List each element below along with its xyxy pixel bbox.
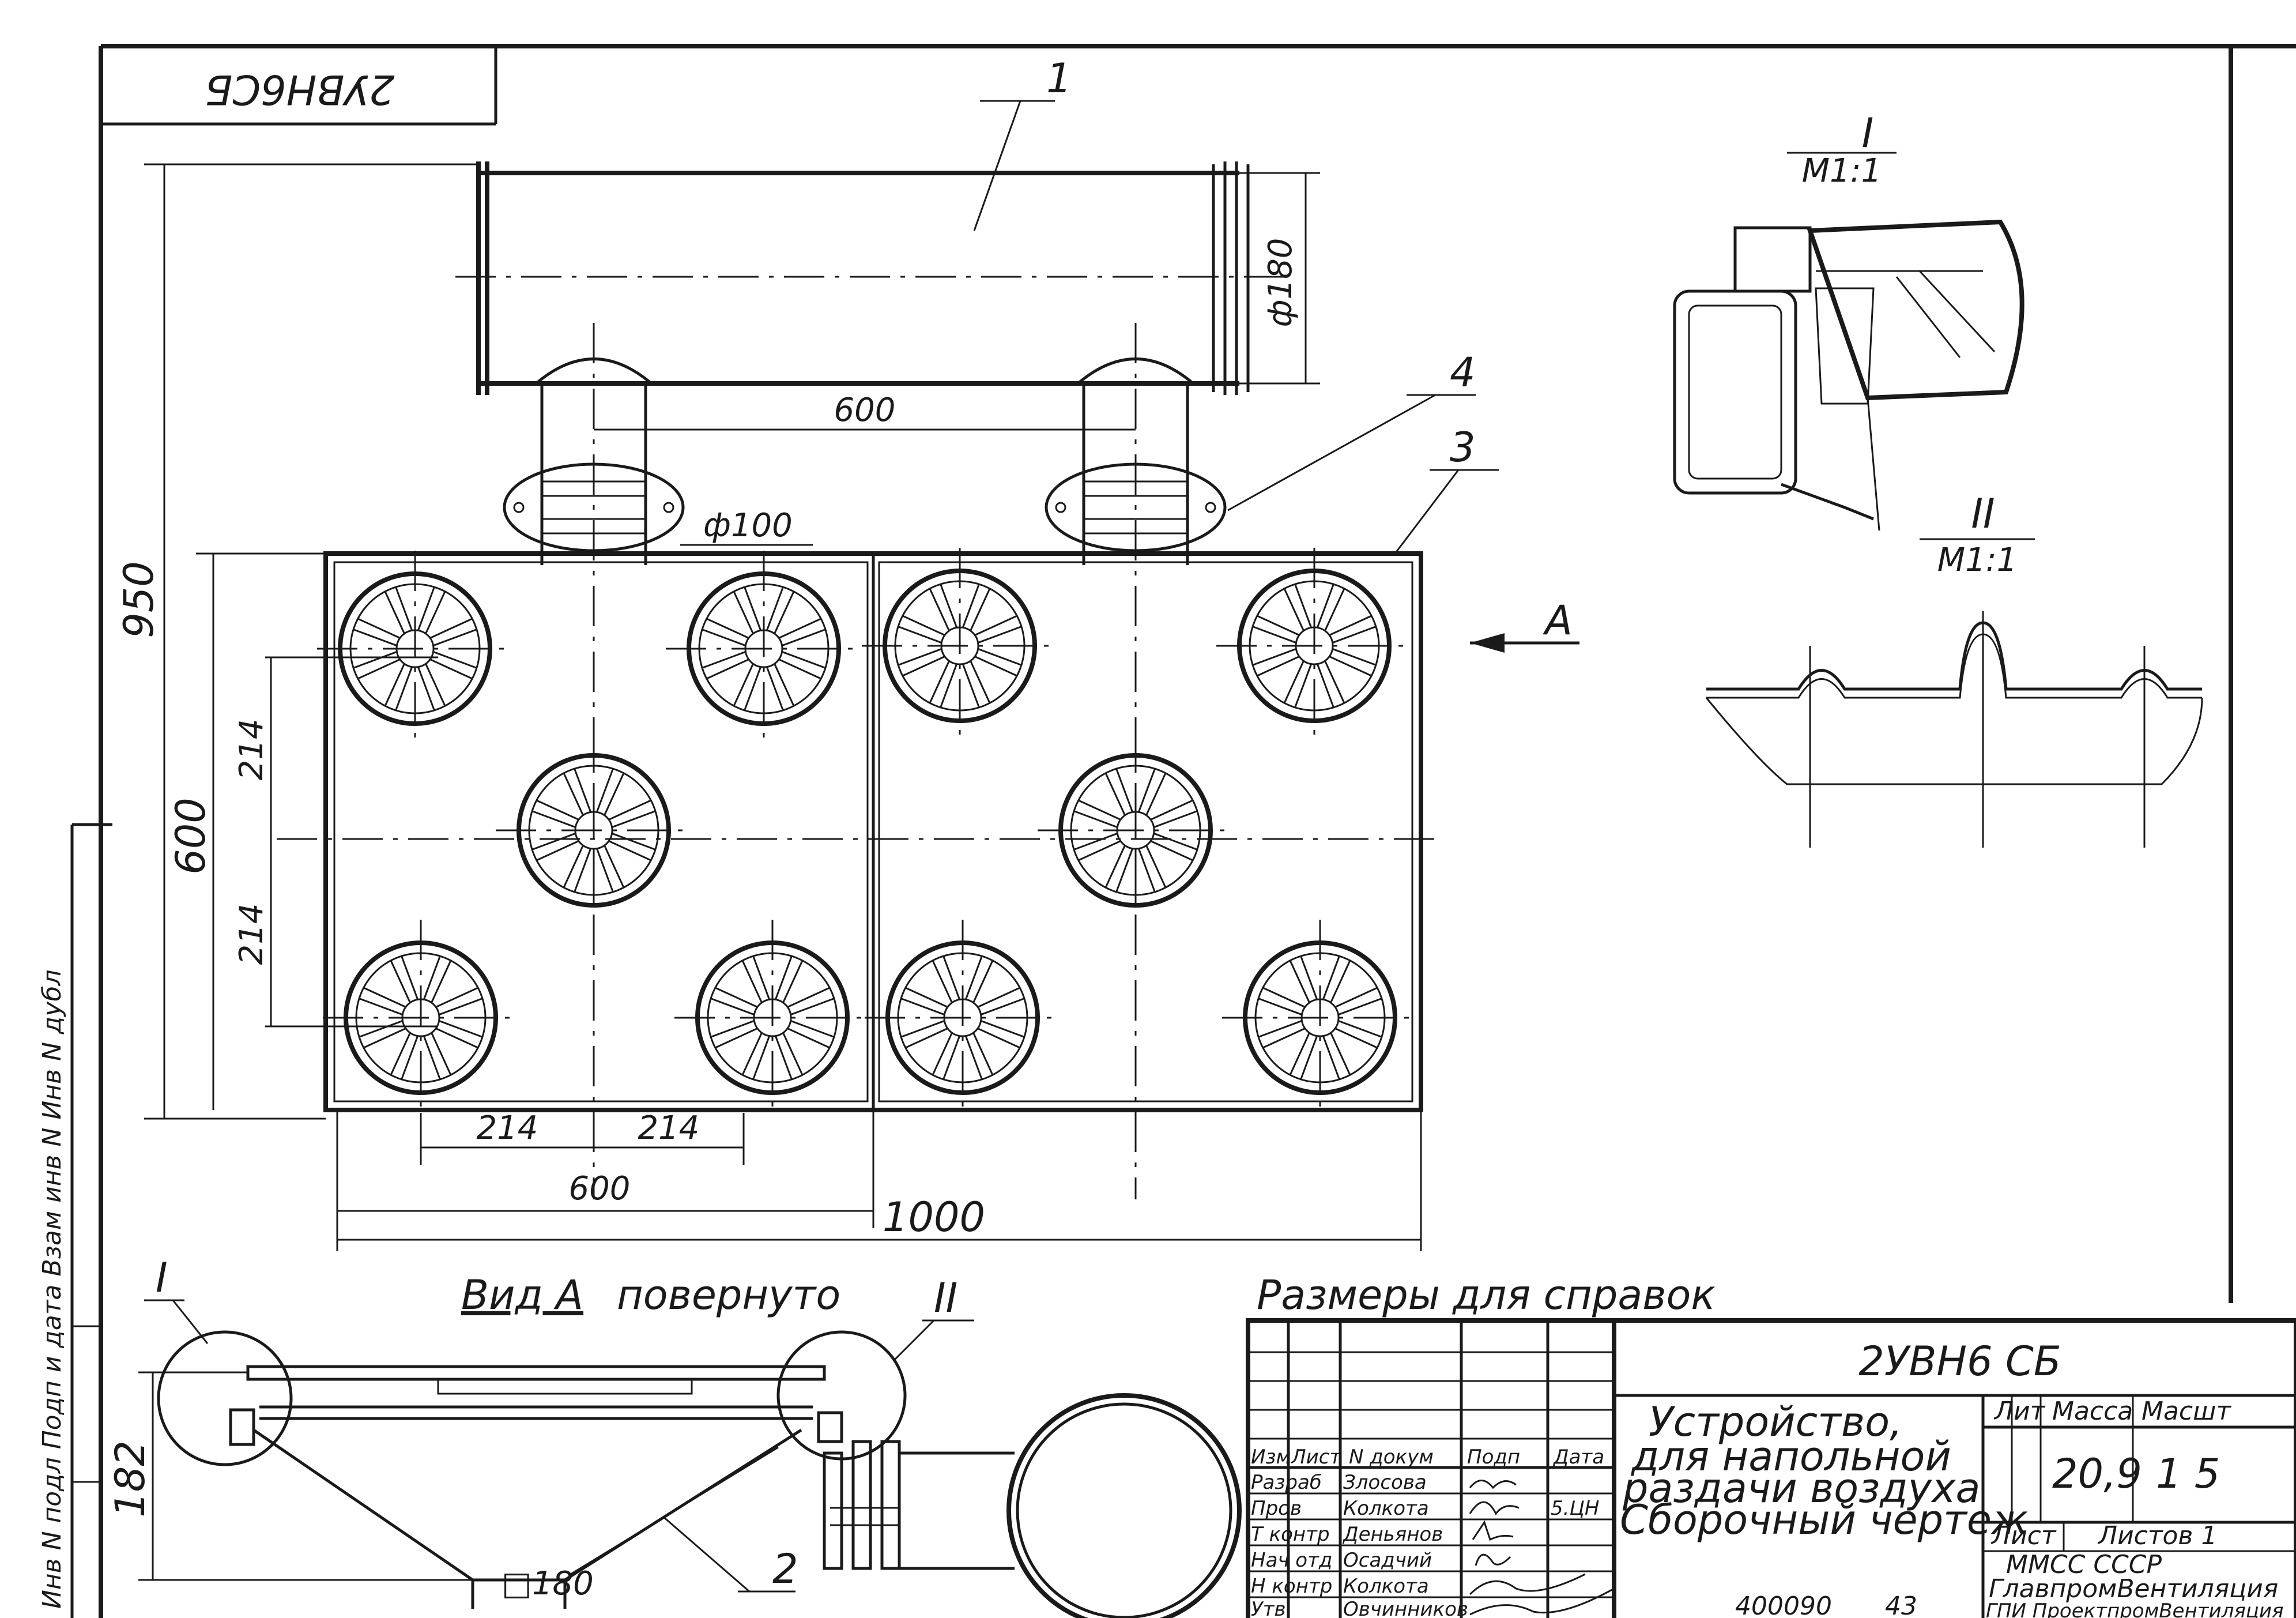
header-pipe: [455, 161, 1285, 395]
diffuser-grille: [674, 920, 870, 1116]
dim-centers: 600: [834, 392, 896, 429]
callout-item-2: 2: [772, 1545, 798, 1593]
view-a-detail-ii: II: [934, 1274, 957, 1322]
role-0: Разраб: [1251, 1471, 1322, 1494]
reference-dims-note: Размеры для справок: [1257, 1271, 1716, 1319]
distribution-box: [277, 551, 1441, 1112]
view-a-arrow: А: [1470, 597, 1579, 653]
detail-i-scale: М1:1: [1802, 152, 1882, 190]
name-2: Деньянов: [1342, 1523, 1443, 1546]
dim-box-height: 600: [167, 797, 214, 875]
hdr-doc: N докум: [1349, 1446, 1434, 1469]
view-a-title: Вид А: [461, 1271, 583, 1319]
view-a-letter: А: [1543, 597, 1573, 644]
view-a-detail-i: I: [156, 1254, 168, 1301]
scale-label: Масшт: [2142, 1397, 2231, 1426]
mass-value: 20,9: [2052, 1450, 2142, 1497]
sheets-label: Листов 1: [2097, 1521, 2217, 1551]
view-a-suffix: повернуто: [617, 1271, 840, 1319]
archive-sheet: 43: [1885, 1591, 1917, 1618]
dim-pipe-dia: ф180: [1262, 238, 1299, 328]
diffuser-grille: [865, 920, 1061, 1116]
title-block: Размеры для справок Изм Лист N докум Под…: [1246, 1271, 2296, 1618]
diffuser-grilles: [317, 548, 1418, 1116]
role-1: Пров: [1251, 1497, 1302, 1520]
name-3: Осадчий: [1343, 1549, 1432, 1572]
dim-module-width: 600: [569, 1170, 631, 1207]
hdr-izm: Изм: [1251, 1446, 1291, 1469]
role-3: Нач отд: [1251, 1549, 1332, 1572]
hdr-date: Дата: [1552, 1446, 1604, 1469]
dim-total-width: 1000: [883, 1194, 985, 1241]
org-3: ГПИ ПроектпромВентиляция: [1986, 1600, 2283, 1618]
name-0: Злосова: [1343, 1471, 1427, 1494]
callouts: 1 4 3: [973, 55, 1499, 554]
detail-ii-scale: М1:1: [1937, 541, 2017, 579]
dim-pitch-x2: 214: [638, 1109, 700, 1147]
hdr-list: Лист: [1290, 1446, 1341, 1469]
name-line-1: Устройство,: [1649, 1398, 1902, 1446]
diffuser-grille: [323, 920, 519, 1116]
detail-i-label: I: [1862, 110, 1874, 157]
diffuser-grille: [666, 551, 862, 747]
signatures: [1469, 1480, 1615, 1616]
dim-nozzle-dia: ф100: [703, 507, 793, 544]
org-1: ММСС СССР: [2006, 1550, 2162, 1579]
nozzle-right: [1045, 323, 1227, 1199]
dim-outlet-size: □180: [502, 1565, 594, 1602]
dimension-lines: ф180 600 ф100 950 600 214 214: [115, 163, 1422, 1251]
plan-view: ф180 600 ф100 950 600 214 214: [115, 55, 1579, 1251]
dim-pitch-x1: 214: [477, 1109, 538, 1147]
callout-item-3: 3: [1450, 424, 1476, 471]
side-stamp: Инв N подл Подп и дата Взам инв N Инв N …: [37, 823, 112, 1618]
diffuser-grille: [1216, 548, 1412, 744]
sheet-label: Лист: [1990, 1521, 2057, 1551]
dim-total-height: 950: [115, 561, 163, 638]
org-2: ГлавпромВентиляция: [1989, 1574, 2278, 1604]
side-stamp-text: Инв N подл Подп и дата Взам инв N Инв N …: [37, 969, 67, 1609]
date-mark: 5.ЦН: [1551, 1497, 1599, 1520]
view-a: Вид А повернуто I II: [107, 1254, 1242, 1618]
scale-value: 1 5: [2156, 1450, 2220, 1497]
callout-item-4: 4: [1450, 349, 1476, 396]
name-line-4: Сборочный чертеж: [1620, 1496, 2028, 1544]
hdr-sign: Подп: [1467, 1446, 1520, 1469]
detail-ii: II М1:1: [1705, 490, 2203, 848]
diffuser-grille: [1038, 732, 1234, 928]
callout-item-1: 1: [1046, 55, 1072, 102]
diffuser-grille: [862, 548, 1058, 744]
diffuser-grille: [317, 551, 513, 747]
drawing-designation: 2УВН6 СБ: [1858, 1338, 2061, 1385]
lit-label: Лит: [1993, 1397, 2046, 1426]
nozzle-left: [503, 323, 685, 1199]
dim-pitch-bottom: 214: [233, 904, 270, 965]
archive-number: 400090: [1735, 1591, 1832, 1618]
detail-i: I М1:1: [1673, 110, 2024, 531]
dim-view-height: 182: [107, 1440, 154, 1518]
name-1: Колкота: [1343, 1497, 1429, 1520]
detail-ii-label: II: [1971, 490, 1995, 537]
rotated-code-label: 2УВН6СБ: [205, 66, 394, 113]
name-line-2: для напольной: [1631, 1433, 1951, 1480]
name-5: Овчинников: [1343, 1598, 1468, 1618]
name-4: Колкота: [1343, 1575, 1429, 1598]
dim-pitch-top: 214: [233, 719, 270, 781]
mass-label: Масса: [2052, 1397, 2133, 1426]
role-4: Н контр: [1251, 1575, 1332, 1598]
name-line-3: раздачи воздуха: [1622, 1465, 1980, 1512]
role-2: Т контр: [1251, 1523, 1330, 1546]
diffuser-grille: [1222, 920, 1418, 1116]
role-5: Утв: [1251, 1598, 1286, 1618]
diffuser-grille: [496, 732, 692, 928]
sheet-frame: 2УВН6СБ: [99, 44, 2296, 1618]
